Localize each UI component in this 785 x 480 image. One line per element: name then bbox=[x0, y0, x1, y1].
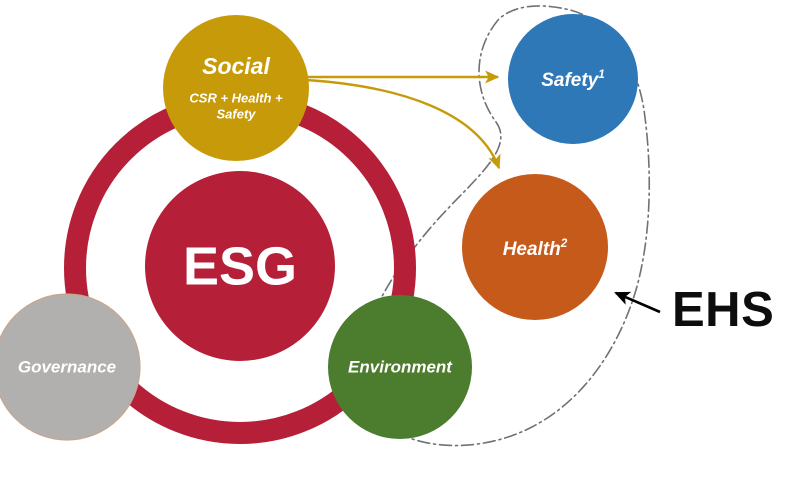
safety-label: Safety1 bbox=[541, 68, 605, 91]
health-label-superscript: 2 bbox=[560, 237, 568, 250]
social-relationship-arrows bbox=[305, 70, 501, 170]
arrow-social-to-health bbox=[305, 78, 501, 170]
social-sublabel-line1: CSR + Health + bbox=[189, 90, 283, 105]
social-circle[interactable] bbox=[163, 15, 309, 161]
esg-label: ESG bbox=[183, 236, 297, 296]
environment-label: Environment bbox=[348, 357, 453, 376]
governance-label: Governance bbox=[18, 357, 116, 376]
ehs-callout-arrow bbox=[614, 291, 661, 314]
ehs-callout: EHS bbox=[614, 283, 774, 337]
safety-circle[interactable] bbox=[508, 14, 638, 144]
environment-circle[interactable] bbox=[328, 295, 472, 439]
governance-circle[interactable] bbox=[0, 293, 141, 441]
node-social[interactable]: Social CSR + Health + Safety bbox=[163, 15, 309, 161]
health-label-text: Health bbox=[503, 239, 561, 260]
node-governance[interactable]: Governance bbox=[0, 293, 141, 441]
health-label: Health2 bbox=[503, 237, 568, 260]
social-label: Social bbox=[202, 53, 270, 79]
safety-label-superscript: 1 bbox=[598, 68, 605, 81]
safety-label-text: Safety bbox=[541, 70, 599, 91]
node-safety[interactable]: Safety1 bbox=[508, 14, 638, 144]
social-sublabel-line2: Safety bbox=[216, 106, 256, 121]
node-environment[interactable]: Environment bbox=[328, 295, 472, 439]
node-esg[interactable]: ESG bbox=[145, 171, 335, 361]
esg-circle[interactable] bbox=[145, 171, 335, 361]
node-health[interactable]: Health2 bbox=[462, 174, 608, 320]
health-circle[interactable] bbox=[462, 174, 608, 320]
ehs-callout-label: EHS bbox=[672, 283, 774, 337]
